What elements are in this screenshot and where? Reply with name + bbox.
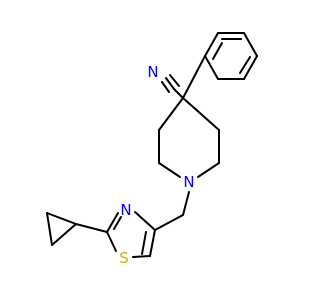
bond xyxy=(212,42,223,60)
bond xyxy=(158,162,181,178)
bond xyxy=(204,32,219,57)
phenyl-ring xyxy=(204,32,258,80)
bond xyxy=(173,88,184,99)
bond xyxy=(243,32,258,57)
bond xyxy=(113,216,122,230)
bond xyxy=(51,223,77,246)
bond xyxy=(132,255,151,258)
atom-label-n-nitrile: N xyxy=(147,63,158,81)
bond xyxy=(197,162,220,178)
cyclopropyl-ring xyxy=(46,212,108,246)
bond xyxy=(154,214,184,231)
molecule-diagram: N N N S xyxy=(46,32,258,267)
atom-label-s-thiazole: S xyxy=(119,249,129,267)
bond xyxy=(149,229,156,257)
nitrile-group: N xyxy=(147,63,184,99)
bond xyxy=(141,231,147,255)
atom-label-n-piperidine: N xyxy=(183,173,194,191)
bond xyxy=(165,77,175,90)
thiazole-ring: N S xyxy=(106,201,156,267)
bond xyxy=(158,97,184,131)
bond xyxy=(46,212,53,246)
bond xyxy=(161,81,170,93)
bond xyxy=(106,212,119,233)
bond xyxy=(182,97,220,131)
bond xyxy=(134,211,156,231)
atom-label-n-thiazole: N xyxy=(120,201,131,219)
bond xyxy=(106,231,117,252)
piperidine-ring: N xyxy=(158,97,220,191)
bond xyxy=(46,212,77,225)
bond xyxy=(169,74,180,87)
bond xyxy=(182,191,190,216)
bond xyxy=(204,55,219,80)
bond xyxy=(239,56,251,74)
bond xyxy=(75,223,108,233)
bond xyxy=(182,55,206,99)
bond xyxy=(243,55,258,80)
